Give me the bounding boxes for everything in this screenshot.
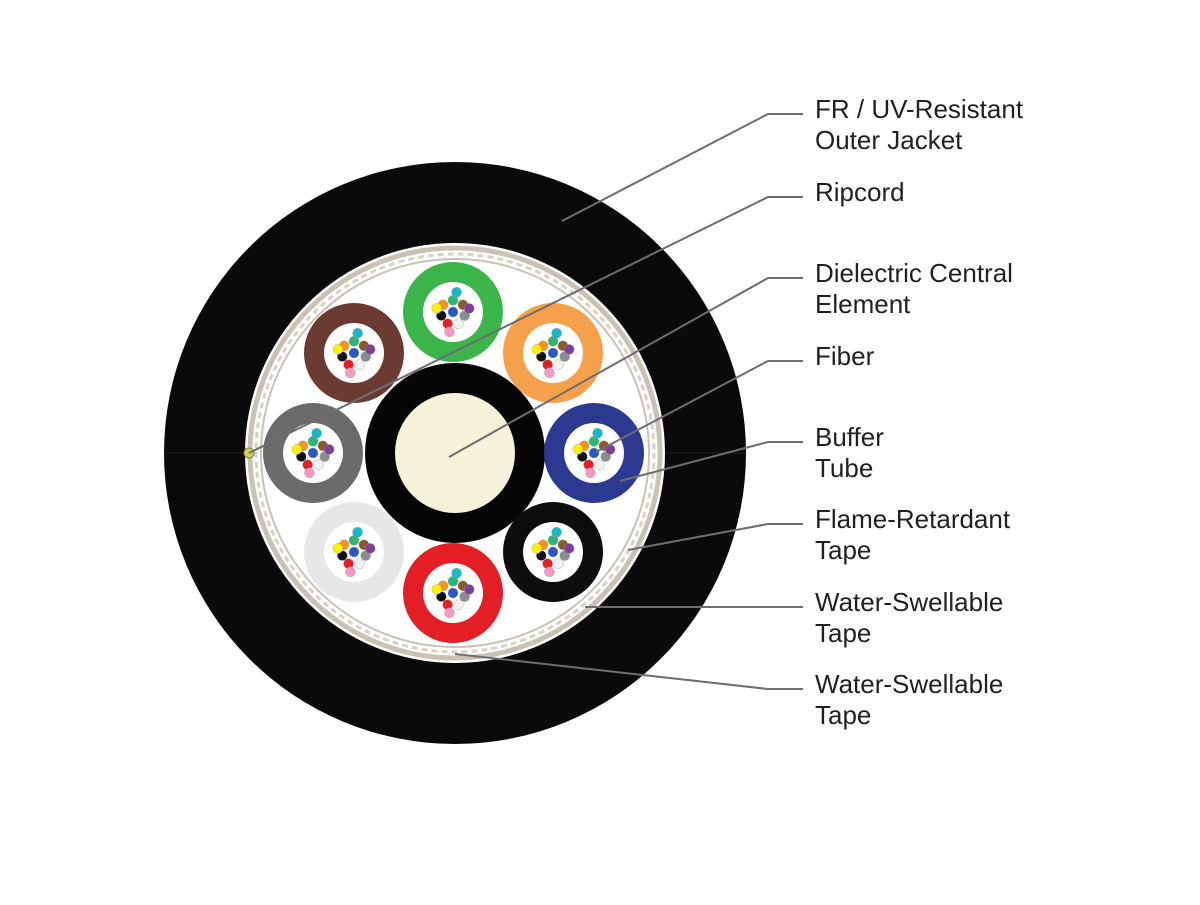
fiber — [453, 318, 464, 329]
fiber — [531, 344, 542, 355]
fiber — [352, 527, 363, 538]
leader-outer-jacket — [561, 113, 803, 222]
fiber — [553, 558, 564, 569]
fiber — [304, 467, 315, 478]
fiber — [531, 543, 542, 554]
fiber — [332, 344, 343, 355]
leader-fiber — [595, 360, 803, 453]
fiber — [311, 428, 322, 439]
leader-buffer-tube — [619, 441, 803, 482]
fiber — [348, 546, 360, 558]
leader-central-element — [448, 277, 803, 458]
fiber — [464, 584, 475, 595]
fiber — [324, 444, 335, 455]
fiber — [447, 306, 459, 318]
fiber — [453, 599, 464, 610]
fiber — [564, 344, 575, 355]
fiber — [345, 367, 356, 378]
fiber — [551, 527, 562, 538]
fiber — [348, 347, 360, 359]
fiber — [307, 447, 319, 459]
fiber — [444, 326, 455, 337]
water-swellable-tape-inner — [260, 258, 650, 648]
fiber — [464, 303, 475, 314]
flame-retardant-tape — [254, 252, 656, 654]
fiber — [553, 359, 564, 370]
orange-tube — [503, 303, 603, 403]
fiber — [572, 444, 583, 455]
fiber — [544, 367, 555, 378]
fiber — [451, 287, 462, 298]
white-tube — [304, 502, 404, 602]
fiber — [431, 584, 442, 595]
label-ripcord: Ripcord — [815, 177, 905, 207]
fiber — [313, 459, 324, 470]
fiber — [352, 328, 363, 339]
fiber — [332, 543, 343, 554]
fiber — [547, 347, 559, 359]
fiber — [447, 587, 459, 599]
fiber — [444, 607, 455, 618]
fiber — [547, 546, 559, 558]
fiber — [594, 459, 605, 470]
leader-ripcord — [248, 196, 803, 454]
red-tube — [403, 543, 503, 643]
black-tube — [503, 502, 603, 602]
fiber — [564, 543, 575, 554]
fiber — [291, 444, 302, 455]
fiber — [551, 328, 562, 339]
fiber — [345, 566, 356, 577]
leader-flame-retardant-tape — [627, 523, 803, 551]
brown-tube — [304, 303, 404, 403]
fiber — [585, 467, 596, 478]
blue-tube — [544, 403, 644, 503]
slate-tube — [263, 403, 363, 503]
leader-water-swellable-2 — [454, 653, 803, 690]
fiber — [451, 568, 462, 579]
fiber — [544, 566, 555, 577]
fiber — [365, 344, 376, 355]
fiber — [354, 359, 365, 370]
fiber — [365, 543, 376, 554]
fiber — [592, 428, 603, 439]
label-fiber: Fiber — [815, 341, 875, 371]
fiber — [431, 303, 442, 314]
fiber — [354, 558, 365, 569]
green-tube — [403, 262, 503, 362]
fiber — [588, 447, 600, 459]
